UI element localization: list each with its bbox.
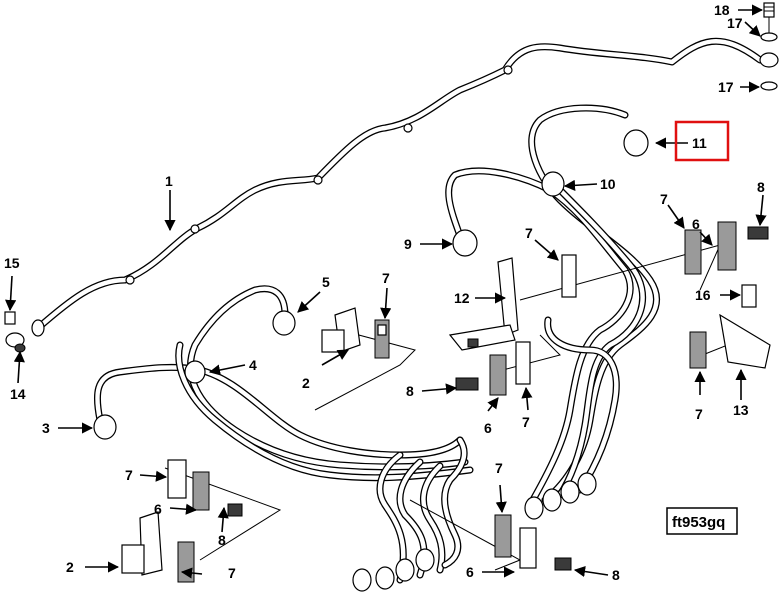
callout-6: 6: [154, 501, 162, 517]
callout-9: 9: [404, 236, 412, 252]
clamp-set-center-top: [321, 307, 390, 359]
callout-12: 12: [454, 290, 470, 306]
callout-11: 11: [692, 135, 707, 151]
callout-8: 8: [406, 383, 414, 399]
callout-5: 5: [322, 274, 330, 290]
figure-id-label: ft953gq: [672, 514, 725, 531]
figure-id-box: ft953gq: [666, 507, 738, 535]
callout-16: 16: [695, 287, 711, 303]
leader-lines: [5, 4, 767, 579]
callout-6: 6: [692, 216, 700, 232]
callout-17: 17: [727, 15, 743, 31]
banjo-fitting-left: [4, 311, 26, 353]
callout-6: 6: [484, 420, 492, 436]
callout-7: 7: [525, 225, 533, 241]
callout-8: 8: [218, 532, 226, 548]
callout-13: 13: [733, 402, 749, 418]
callout-15: 15: [4, 255, 20, 271]
injection-lines-right-bundle: [445, 104, 660, 520]
injection-lines-left-bundle: [93, 285, 474, 592]
callout-8: 8: [612, 567, 620, 583]
callout-17: 17: [718, 79, 734, 95]
banjo-bolt-fitting: [759, 2, 779, 91]
clamp-set-lower-left: [121, 459, 243, 583]
callout-7: 7: [522, 414, 530, 430]
callout-6: 6: [466, 564, 474, 580]
callout-7: 7: [125, 467, 133, 483]
callout-7: 7: [695, 406, 703, 422]
injection-line-1: [31, 37, 764, 337]
clamp-set-center: [448, 254, 577, 396]
callout-14: 14: [10, 386, 26, 402]
callout-10: 10: [600, 176, 616, 192]
clamp-set-lower-center: [494, 514, 572, 571]
callout-7: 7: [228, 565, 236, 581]
callout-3: 3: [42, 420, 50, 436]
callout-2: 2: [66, 559, 74, 575]
callout-4: 4: [249, 357, 257, 373]
callout-7: 7: [660, 191, 668, 207]
callout-2: 2: [302, 375, 310, 391]
callout-1: 1: [165, 173, 173, 189]
clamp-set-right: [684, 221, 771, 369]
callout-7: 7: [495, 460, 503, 476]
callout-7: 7: [382, 270, 390, 286]
callout-18: 18: [714, 2, 730, 18]
highlight-box-callout-11: [674, 120, 730, 162]
callout-8: 8: [757, 179, 765, 195]
callout-labels: 1 2 2 3 4 5 6 6 6 6 7 7 7 7 7 7 7 7 8 8 …: [4, 2, 765, 583]
